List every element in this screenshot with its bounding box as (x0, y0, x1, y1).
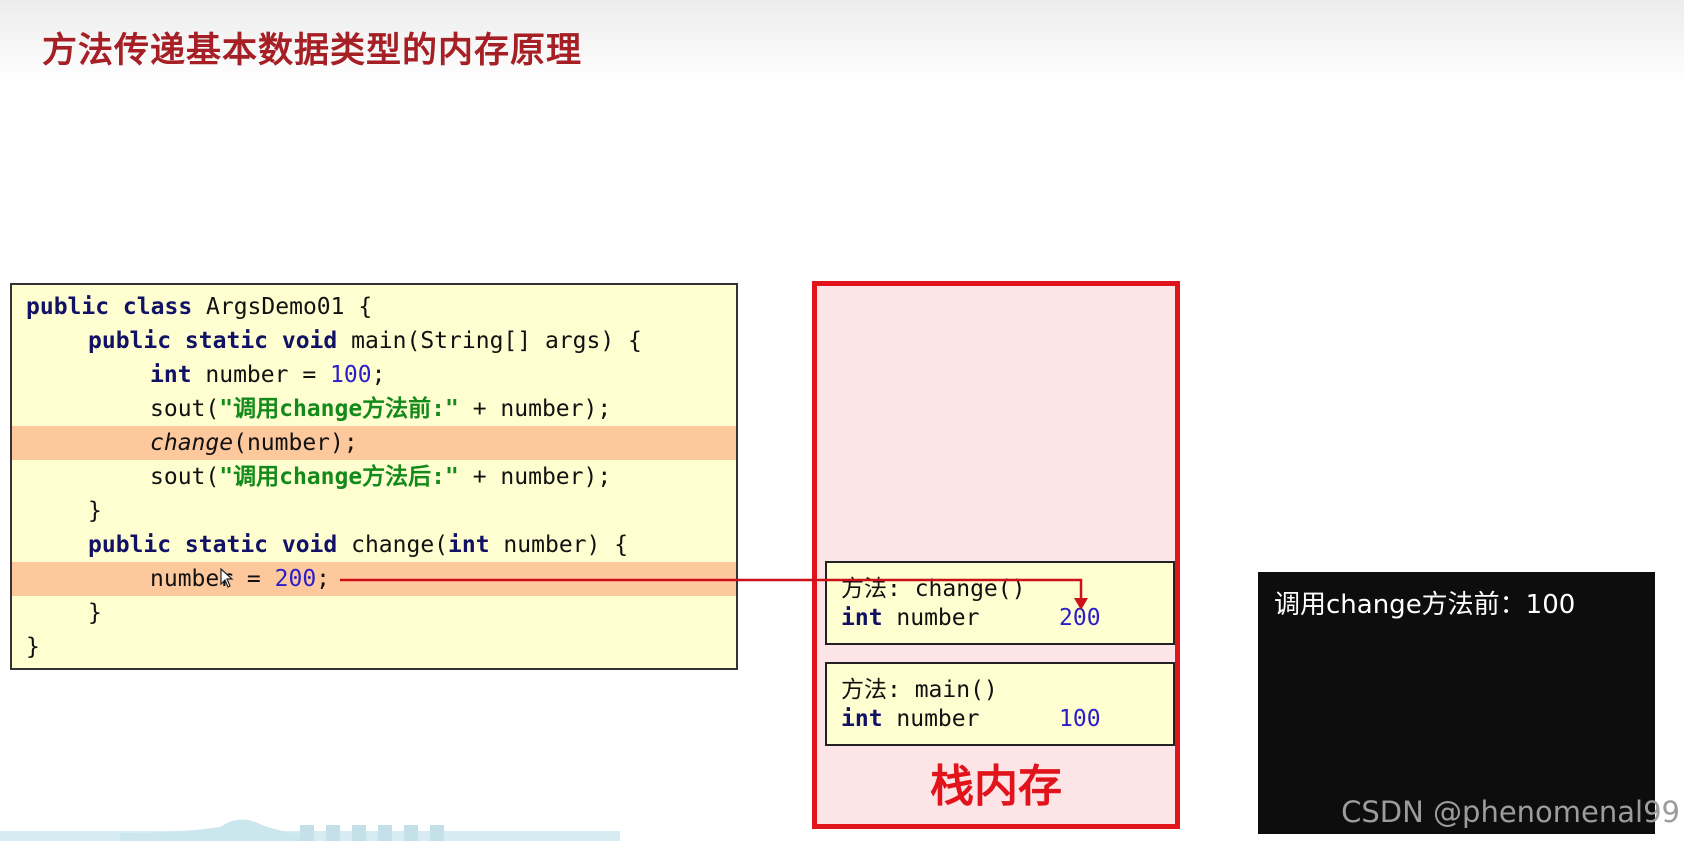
code-line-5-highlighted: change(number); (12, 426, 736, 460)
code-text: } (26, 634, 40, 660)
code-keyword: public static void (88, 328, 338, 354)
frame-type: int (841, 605, 883, 631)
code-line-11: } (12, 630, 736, 664)
decorative-skyline (0, 819, 620, 841)
code-keyword: public static void (88, 532, 338, 558)
code-string: "调用change方法前:" (219, 396, 459, 422)
code-line-9-highlighted: number = 200; (12, 562, 736, 596)
frame-var-name: number (882, 605, 980, 631)
code-number: 100 (330, 362, 372, 388)
code-line-8: public static void change(int number) { (12, 528, 736, 562)
code-line-4: sout("调用change方法前:" + number); (12, 392, 736, 426)
code-keyword: public class (26, 294, 193, 320)
stack-memory-label: 栈内存 (930, 761, 1062, 812)
frame-value: 100 (1059, 706, 1101, 732)
code-line-1: public class ArgsDemo01 { (12, 290, 736, 324)
code-text: sout( (150, 396, 220, 422)
code-text: + number); (458, 464, 612, 490)
code-text: number = (150, 566, 275, 592)
code-keyword: int (150, 362, 192, 388)
stack-frame-change: 方法: change() int number 200 (825, 561, 1175, 645)
code-text: sout( (150, 464, 220, 490)
code-number: 200 (274, 566, 317, 592)
code-text: ; (371, 362, 386, 388)
code-text: } (88, 498, 102, 524)
code-text: main(String[] args) { (337, 328, 642, 354)
frame-var-name: number (882, 706, 980, 732)
mouse-pointer-icon (220, 568, 234, 588)
code-line-6: sout("调用change方法后:" + number); (12, 460, 736, 494)
code-text: ArgsDemo01 { (192, 294, 373, 320)
stack-frame-main: 方法: main() int number 100 (825, 662, 1175, 746)
code-line-10: } (12, 596, 736, 630)
code-text: ; (316, 566, 331, 592)
console-output-panel: 调用change方法前：100 (1258, 572, 1655, 834)
code-text: number) { (489, 532, 629, 558)
frame-method-name: 方法: change() (841, 576, 1026, 602)
frame-method-name: 方法: main() (841, 677, 998, 703)
slide-title: 方法传递基本数据类型的内存原理 (42, 31, 583, 71)
code-line-2: public static void main(String[] args) { (12, 324, 736, 358)
frame-value: 200 (1059, 605, 1101, 631)
frame-variable: int number (841, 706, 979, 732)
stack-memory-box: 方法: change() int number 200 方法: main() i… (812, 281, 1180, 829)
code-panel: public class ArgsDemo01 { public static … (10, 283, 738, 670)
code-string: "调用change方法后:" (219, 464, 459, 490)
code-text: number = (191, 362, 331, 388)
code-method-call: change (150, 430, 234, 456)
code-text: } (88, 600, 102, 626)
header-band (0, 0, 1684, 82)
code-text: change( (337, 532, 449, 558)
code-line-7: } (12, 494, 736, 528)
code-text: (number); (233, 430, 358, 456)
frame-variable: int number (841, 605, 979, 631)
code-text: + number); (458, 396, 612, 422)
watermark: CSDN @phenomenal99 (1341, 795, 1680, 829)
code-line-3: int number = 100; (12, 358, 736, 392)
console-output-line: 调用change方法前：100 (1274, 590, 1576, 620)
frame-type: int (841, 706, 883, 732)
code-keyword: int (448, 532, 490, 558)
